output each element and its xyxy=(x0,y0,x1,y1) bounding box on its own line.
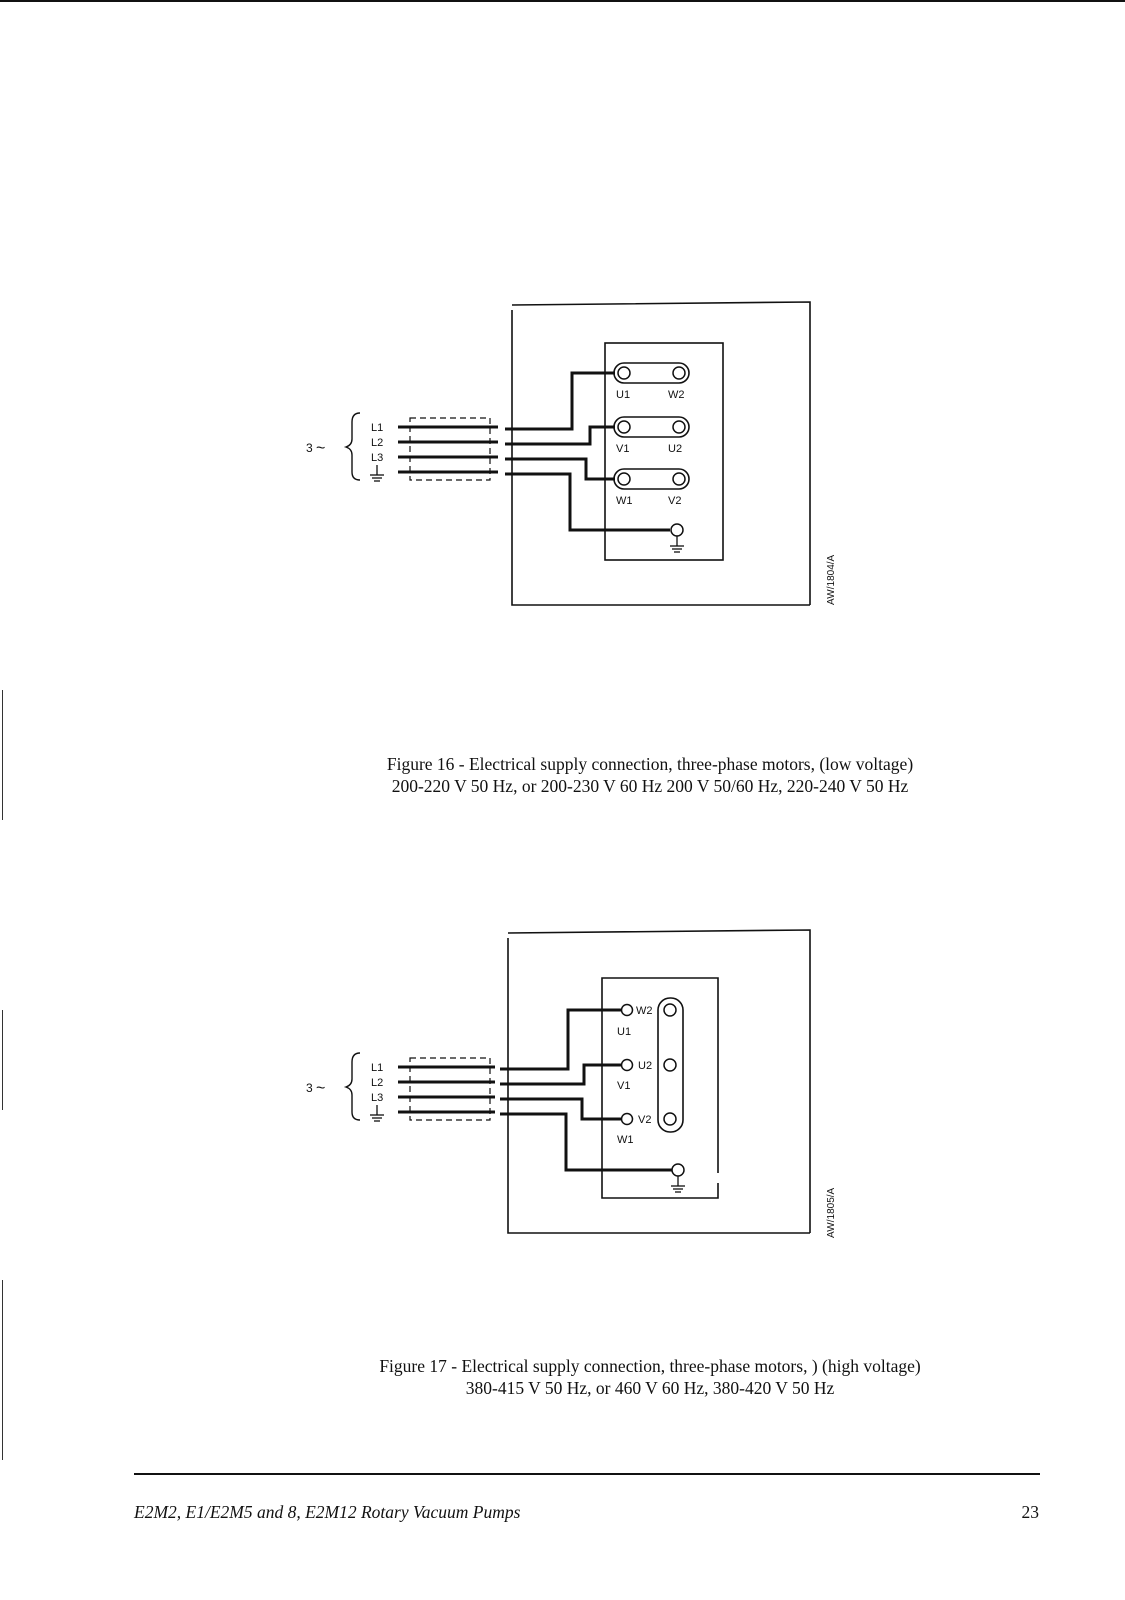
internal-conductors xyxy=(562,371,670,532)
terminal-label-w1: W1 xyxy=(617,1134,634,1146)
supply-brace xyxy=(343,412,361,481)
supply-conductors xyxy=(398,425,562,476)
scan-margin-mark xyxy=(2,1280,3,1460)
line-label-l3: L3 xyxy=(371,1092,383,1104)
line-label-l1: L1 xyxy=(371,422,383,434)
terminal-label-v2: V2 xyxy=(638,1114,651,1126)
drawing-reference: AW/1805/A xyxy=(826,1187,837,1238)
terminal-studs xyxy=(617,366,686,537)
figure-17-wiring-diagram: 3 ~ L1 L2 L3 W2 U1 U2 V1 V2 W1 AW/1805/A xyxy=(306,929,837,1238)
scan-margin-mark xyxy=(2,690,3,820)
cable-sheath-outline xyxy=(409,1057,491,1121)
footer-rule xyxy=(134,1473,1040,1475)
terminal-box xyxy=(601,977,719,1199)
cable-sheath-outline xyxy=(409,417,491,481)
earth-symbol-terminal xyxy=(670,536,684,553)
caption-line-2: 380-415 V 50 Hz, or 460 V 60 Hz, 380-420… xyxy=(465,1378,835,1398)
line-label-l2: L2 xyxy=(371,437,383,449)
earth-symbol-supply xyxy=(370,465,384,482)
terminal-label-w2: W2 xyxy=(668,389,685,401)
terminal-studs xyxy=(620,1003,685,1177)
supply-ac-symbol: ~ xyxy=(316,440,325,457)
terminal-label-v2: V2 xyxy=(668,495,681,507)
terminal-label-v1: V1 xyxy=(617,1080,630,1092)
page-number: 23 xyxy=(1021,1502,1040,1522)
figure-16-caption: Figure 16 - Electrical supply connection… xyxy=(280,753,1020,797)
earth-symbol-supply xyxy=(370,1105,384,1122)
earth-symbol-terminal xyxy=(671,1176,685,1193)
terminal-label-w1: W1 xyxy=(616,495,633,507)
motor-housing xyxy=(507,929,811,1234)
caption-line-1: Figure 16 - Electrical supply connection… xyxy=(386,754,914,774)
terminal-label-u2: U2 xyxy=(668,443,682,455)
caption-line-2: 200-220 V 50 Hz, or 200-230 V 60 Hz 200 … xyxy=(391,776,909,796)
figure-16-wiring-diagram: 3 ~ L1 L2 L3 U1 W2 V1 U2 W1 xyxy=(306,301,837,606)
terminal-label-v1: V1 xyxy=(616,443,629,455)
internal-conductors xyxy=(558,1008,678,1172)
line-label-l1: L1 xyxy=(371,1062,383,1074)
caption-line-1: Figure 17 - Electrical supply connection… xyxy=(379,1356,921,1376)
motor-housing xyxy=(511,301,811,606)
terminal-label-u1: U1 xyxy=(616,389,630,401)
supply-brace xyxy=(343,1052,361,1121)
line-label-l3: L3 xyxy=(371,452,383,464)
figure-17-caption: Figure 17 - Electrical supply connection… xyxy=(280,1355,1020,1399)
terminal-box xyxy=(604,342,724,561)
supply-conductors xyxy=(398,1065,558,1116)
supply-ac-symbol: ~ xyxy=(316,1080,325,1097)
footer-document-title: E2M2, E1/E2M5 and 8, E2M12 Rotary Vacuum… xyxy=(134,1502,521,1522)
line-label-l2: L2 xyxy=(371,1077,383,1089)
top-border-rule xyxy=(0,0,1125,2)
supply-phase-count: 3 xyxy=(306,1081,313,1095)
drawing-reference: AW/1804/A xyxy=(826,554,837,605)
terminal-label-u2: U2 xyxy=(638,1060,652,1072)
terminal-label-w2: W2 xyxy=(636,1005,653,1017)
delta-links xyxy=(613,362,690,490)
terminal-label-u1: U1 xyxy=(617,1026,631,1038)
star-link-bar xyxy=(657,997,684,1133)
scan-margin-mark xyxy=(2,1010,3,1110)
supply-phase-count: 3 xyxy=(306,441,313,455)
